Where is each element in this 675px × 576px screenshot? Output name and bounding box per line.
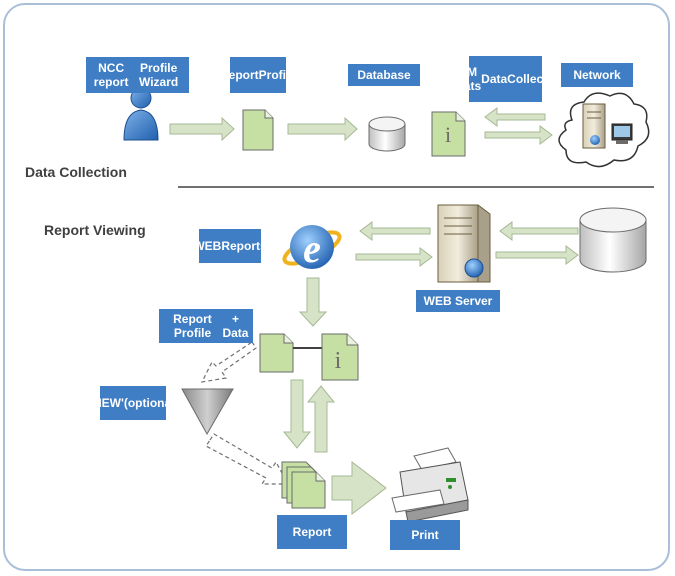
label-line: + Data — [222, 312, 249, 340]
label-view-optional: 'VIEW' (optional) — [87, 386, 179, 420]
info-document-icon: i — [321, 333, 359, 381]
label-database: Database — [348, 64, 420, 86]
label-line: WEB Server — [423, 294, 493, 308]
label-web-reports: WEB Reports — [193, 229, 267, 263]
label-line: VIM Stats — [451, 65, 482, 93]
flow-arrow-right — [484, 125, 553, 145]
flow-arrow-right — [495, 245, 579, 265]
label-line: Profile Wizard — [139, 61, 179, 89]
label-line: (optional) — [123, 396, 179, 410]
dashed-flow-arrow — [205, 433, 290, 485]
label-line: Database — [357, 68, 411, 82]
flow-arrow-right — [355, 247, 433, 267]
svg-text:i: i — [445, 122, 451, 147]
label-network: Network — [561, 63, 633, 87]
label-line: NCC report — [93, 61, 129, 89]
flow-arrow-left — [499, 221, 579, 241]
label-line: Print — [411, 528, 439, 542]
label-report-profile-data: Report Profile + Data — [159, 309, 253, 343]
label-web-server: WEB Server — [416, 290, 500, 312]
label-report: Report — [277, 515, 347, 549]
database-icon — [368, 116, 406, 152]
label-line: Report — [220, 68, 259, 82]
flow-arrow-left — [359, 221, 431, 241]
label-line: 'VIEW' — [87, 396, 124, 410]
document-icon — [259, 333, 294, 373]
section-title-data-collection: Data Collection — [25, 164, 127, 180]
flow-arrow — [287, 116, 358, 142]
dashed-flow-arrow — [200, 341, 257, 383]
database-icon — [579, 207, 647, 273]
label-line: WEB — [193, 239, 222, 253]
label-line: Collector — [507, 72, 560, 86]
label-line: Data — [481, 72, 508, 86]
flow-arrow-down — [282, 379, 312, 449]
funnel-icon — [181, 388, 234, 436]
printer-icon — [391, 447, 469, 523]
label-line: Reports — [221, 239, 267, 253]
report-stack-icon — [281, 461, 326, 509]
info-document-icon: i — [431, 111, 466, 157]
web-server-icon — [437, 204, 491, 283]
document-icon — [242, 109, 274, 151]
network-server-icon — [558, 92, 650, 168]
label-print: Print — [390, 520, 460, 550]
svg-text:e: e — [303, 226, 321, 271]
flow-arrow-left — [484, 107, 546, 127]
user-icon — [123, 87, 159, 141]
label-report-profile: Report Profile — [220, 57, 296, 93]
label-ncc-report-wizard: NCC report Profile Wizard — [86, 57, 189, 93]
label-line: Report — [292, 525, 332, 539]
label-line: Report Profile — [173, 312, 212, 340]
label-line: Network — [573, 68, 621, 82]
flow-arrow-up — [306, 385, 336, 453]
flow-arrow — [169, 116, 235, 142]
label-line: Profile — [258, 68, 297, 82]
svg-text:i: i — [335, 348, 342, 374]
section-title-report-viewing: Report Viewing — [44, 222, 146, 238]
label-vim-stats-collector: VIM Stats Data Collector — [452, 56, 559, 102]
flow-arrow-down — [298, 277, 328, 327]
internet-explorer-icon: e — [282, 225, 342, 271]
flow-arrow-right — [331, 460, 387, 516]
